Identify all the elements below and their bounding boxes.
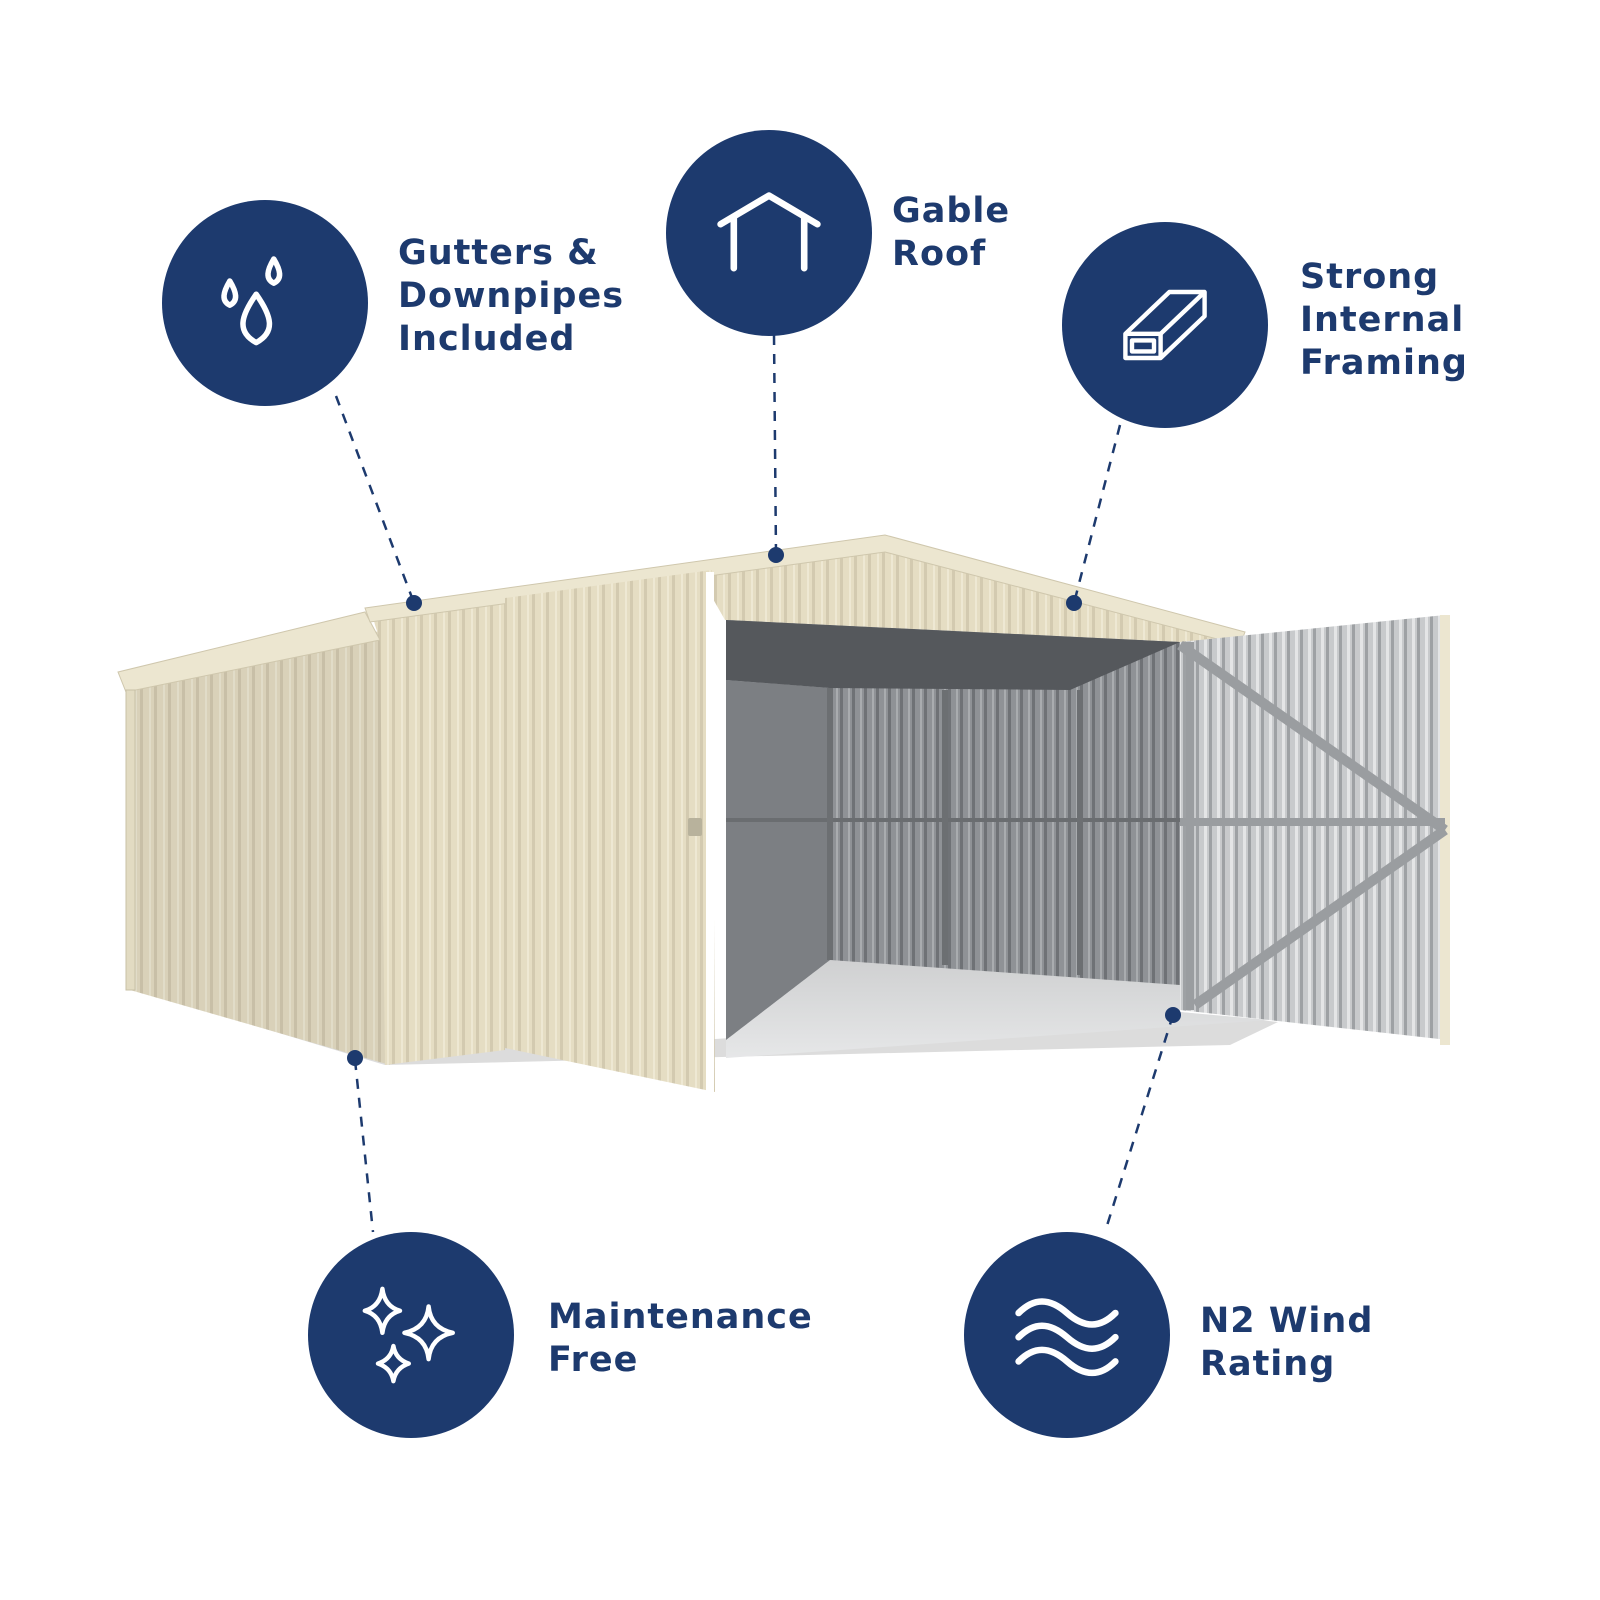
gable-roof-icon — [717, 192, 821, 272]
leader-dot-wind — [1165, 1007, 1181, 1023]
side-wall — [126, 630, 390, 1065]
leader-dot-framing — [1066, 595, 1082, 611]
feature-wind-circle — [964, 1232, 1170, 1438]
interior-ceiling — [726, 620, 1180, 690]
leader-line-maintenance — [353, 1059, 375, 1233]
leader-dot-gutters — [406, 595, 422, 611]
feature-gutters-circle — [162, 200, 368, 406]
feature-maintenance-circle — [308, 1232, 514, 1438]
box-section-frame-icon — [1123, 289, 1207, 361]
feature-framing-circle — [1062, 222, 1268, 428]
door-latch — [688, 818, 702, 836]
leader-lines — [334, 334, 1175, 1233]
leader-dot-gable — [768, 547, 784, 563]
interior-floor — [726, 960, 1270, 1058]
feature-gable-label: Gable Roof — [892, 191, 1011, 274]
left-door — [505, 570, 715, 1092]
sparkles-icon — [362, 1286, 455, 1384]
gable-front — [505, 540, 1240, 642]
interior-back-wall — [726, 620, 1180, 1040]
shed — [117, 534, 1450, 1092]
feature-wind-label: N2 Wind Rating — [1200, 1301, 1374, 1384]
leader-line-gutters — [334, 395, 416, 604]
leader-dot-maintenance — [347, 1050, 363, 1066]
downpipe — [125, 689, 136, 991]
water-drops-icon — [221, 256, 283, 346]
feature-gutters-label: Gutters & Downpipes Included — [398, 233, 625, 359]
feature-maintenance-label: Maintenance Free — [548, 1297, 813, 1380]
feature-framing-label: Strong Internal Framing — [1300, 257, 1468, 383]
leader-line-framing — [1072, 424, 1122, 604]
right-door — [1180, 615, 1448, 1040]
feature-gable-circle — [666, 130, 872, 336]
leader-dots — [347, 547, 1181, 1066]
wind-waves-icon — [1015, 1298, 1119, 1377]
leader-line-gable — [772, 334, 778, 555]
front-corner-panel — [370, 595, 505, 1065]
interior-left-wall — [726, 680, 830, 1040]
